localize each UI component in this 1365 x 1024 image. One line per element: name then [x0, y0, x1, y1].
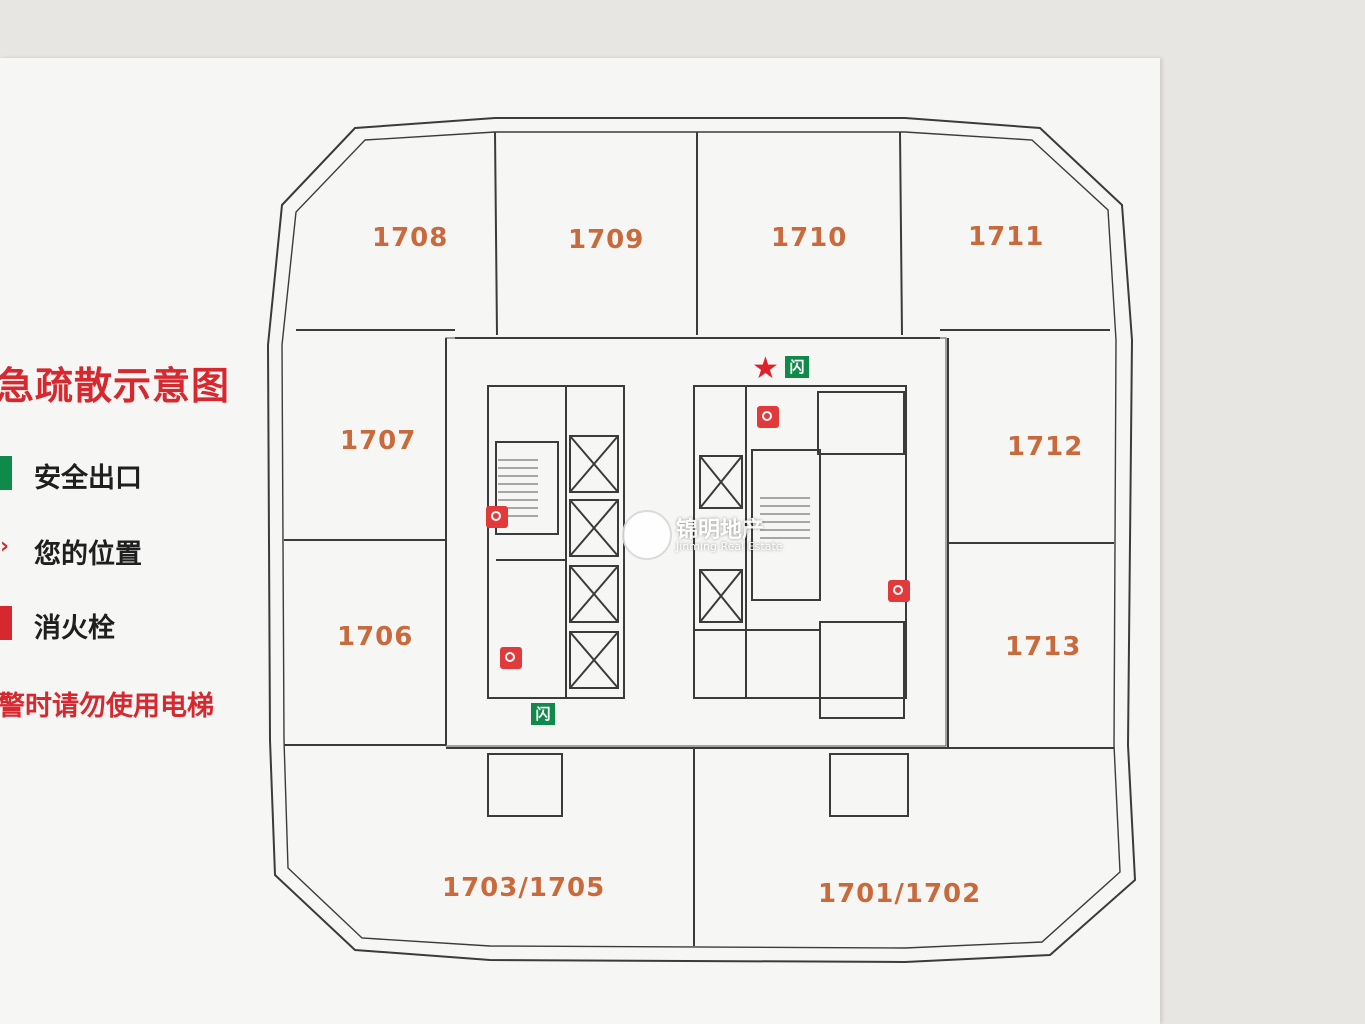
watermark-en: Jinming Real Estate — [676, 540, 783, 553]
right-core — [693, 385, 907, 699]
hydrant-swatch-icon — [0, 606, 12, 640]
room-1703-1705: 1703/1705 — [442, 873, 605, 903]
watermark-cn: 锦明地产 — [676, 518, 765, 543]
room-1708: 1708 — [372, 223, 448, 253]
hydrant-icon — [500, 647, 522, 669]
outer-wall-inner — [281, 131, 1121, 949]
room-1710: 1710 — [771, 223, 847, 253]
outer-wall — [266, 117, 1137, 964]
room-1713: 1713 — [1005, 632, 1081, 662]
hydrant-icon — [888, 580, 910, 602]
room-1712: 1712 — [1007, 432, 1083, 462]
you-are-here-star-icon: ★ — [752, 351, 779, 386]
legend-label-exit: 安全出口 — [34, 463, 142, 494]
legend-label-hydrant: 消火栓 — [34, 613, 115, 644]
legend-title: 急疏散示意图 — [0, 364, 231, 408]
exit-sign-north: 闪 — [785, 356, 809, 378]
room-1701-1702: 1701/1702 — [818, 879, 981, 909]
hydrant-icon — [757, 406, 779, 428]
room-1709: 1709 — [568, 225, 644, 255]
star-swatch-icon: › — [0, 534, 10, 559]
exit-swatch-icon — [0, 456, 12, 490]
legend-warning: 警时请勿使用电梯 — [0, 691, 214, 722]
evacuation-board — [0, 58, 1160, 1024]
exit-sign-south: 闪 — [531, 703, 555, 725]
room-1707: 1707 — [340, 426, 416, 456]
room-1711: 1711 — [968, 222, 1044, 252]
watermark: 锦明地产 Jinming Real Estate — [622, 508, 832, 568]
watermark-logo-icon — [622, 510, 672, 560]
legend-label-you-are-here: 您的位置 — [34, 539, 142, 570]
room-1706: 1706 — [337, 622, 413, 652]
hydrant-icon — [486, 506, 508, 528]
